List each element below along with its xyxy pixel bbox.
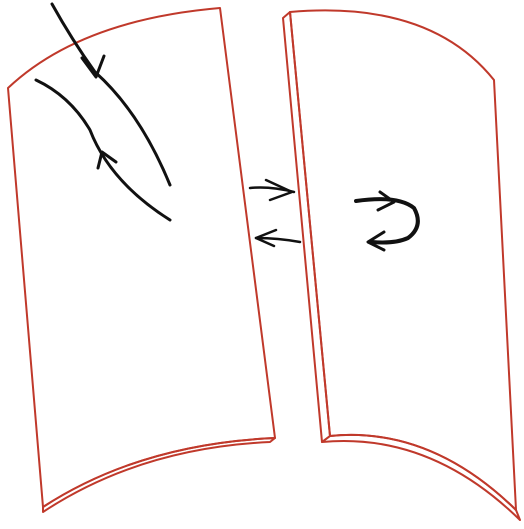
left-flow-lines: [36, 4, 170, 220]
left-panel-face: [8, 8, 275, 507]
exchange-arrows: [250, 180, 300, 246]
left-panel: [8, 8, 275, 512]
right-panel-side-edge: [283, 12, 330, 442]
flow-line-lower: [36, 80, 170, 220]
right-panel-face: [290, 10, 516, 510]
left-panel-bottom-lip: [43, 438, 275, 512]
right-panel: [283, 10, 520, 520]
right-loop-arrow: [356, 192, 418, 250]
